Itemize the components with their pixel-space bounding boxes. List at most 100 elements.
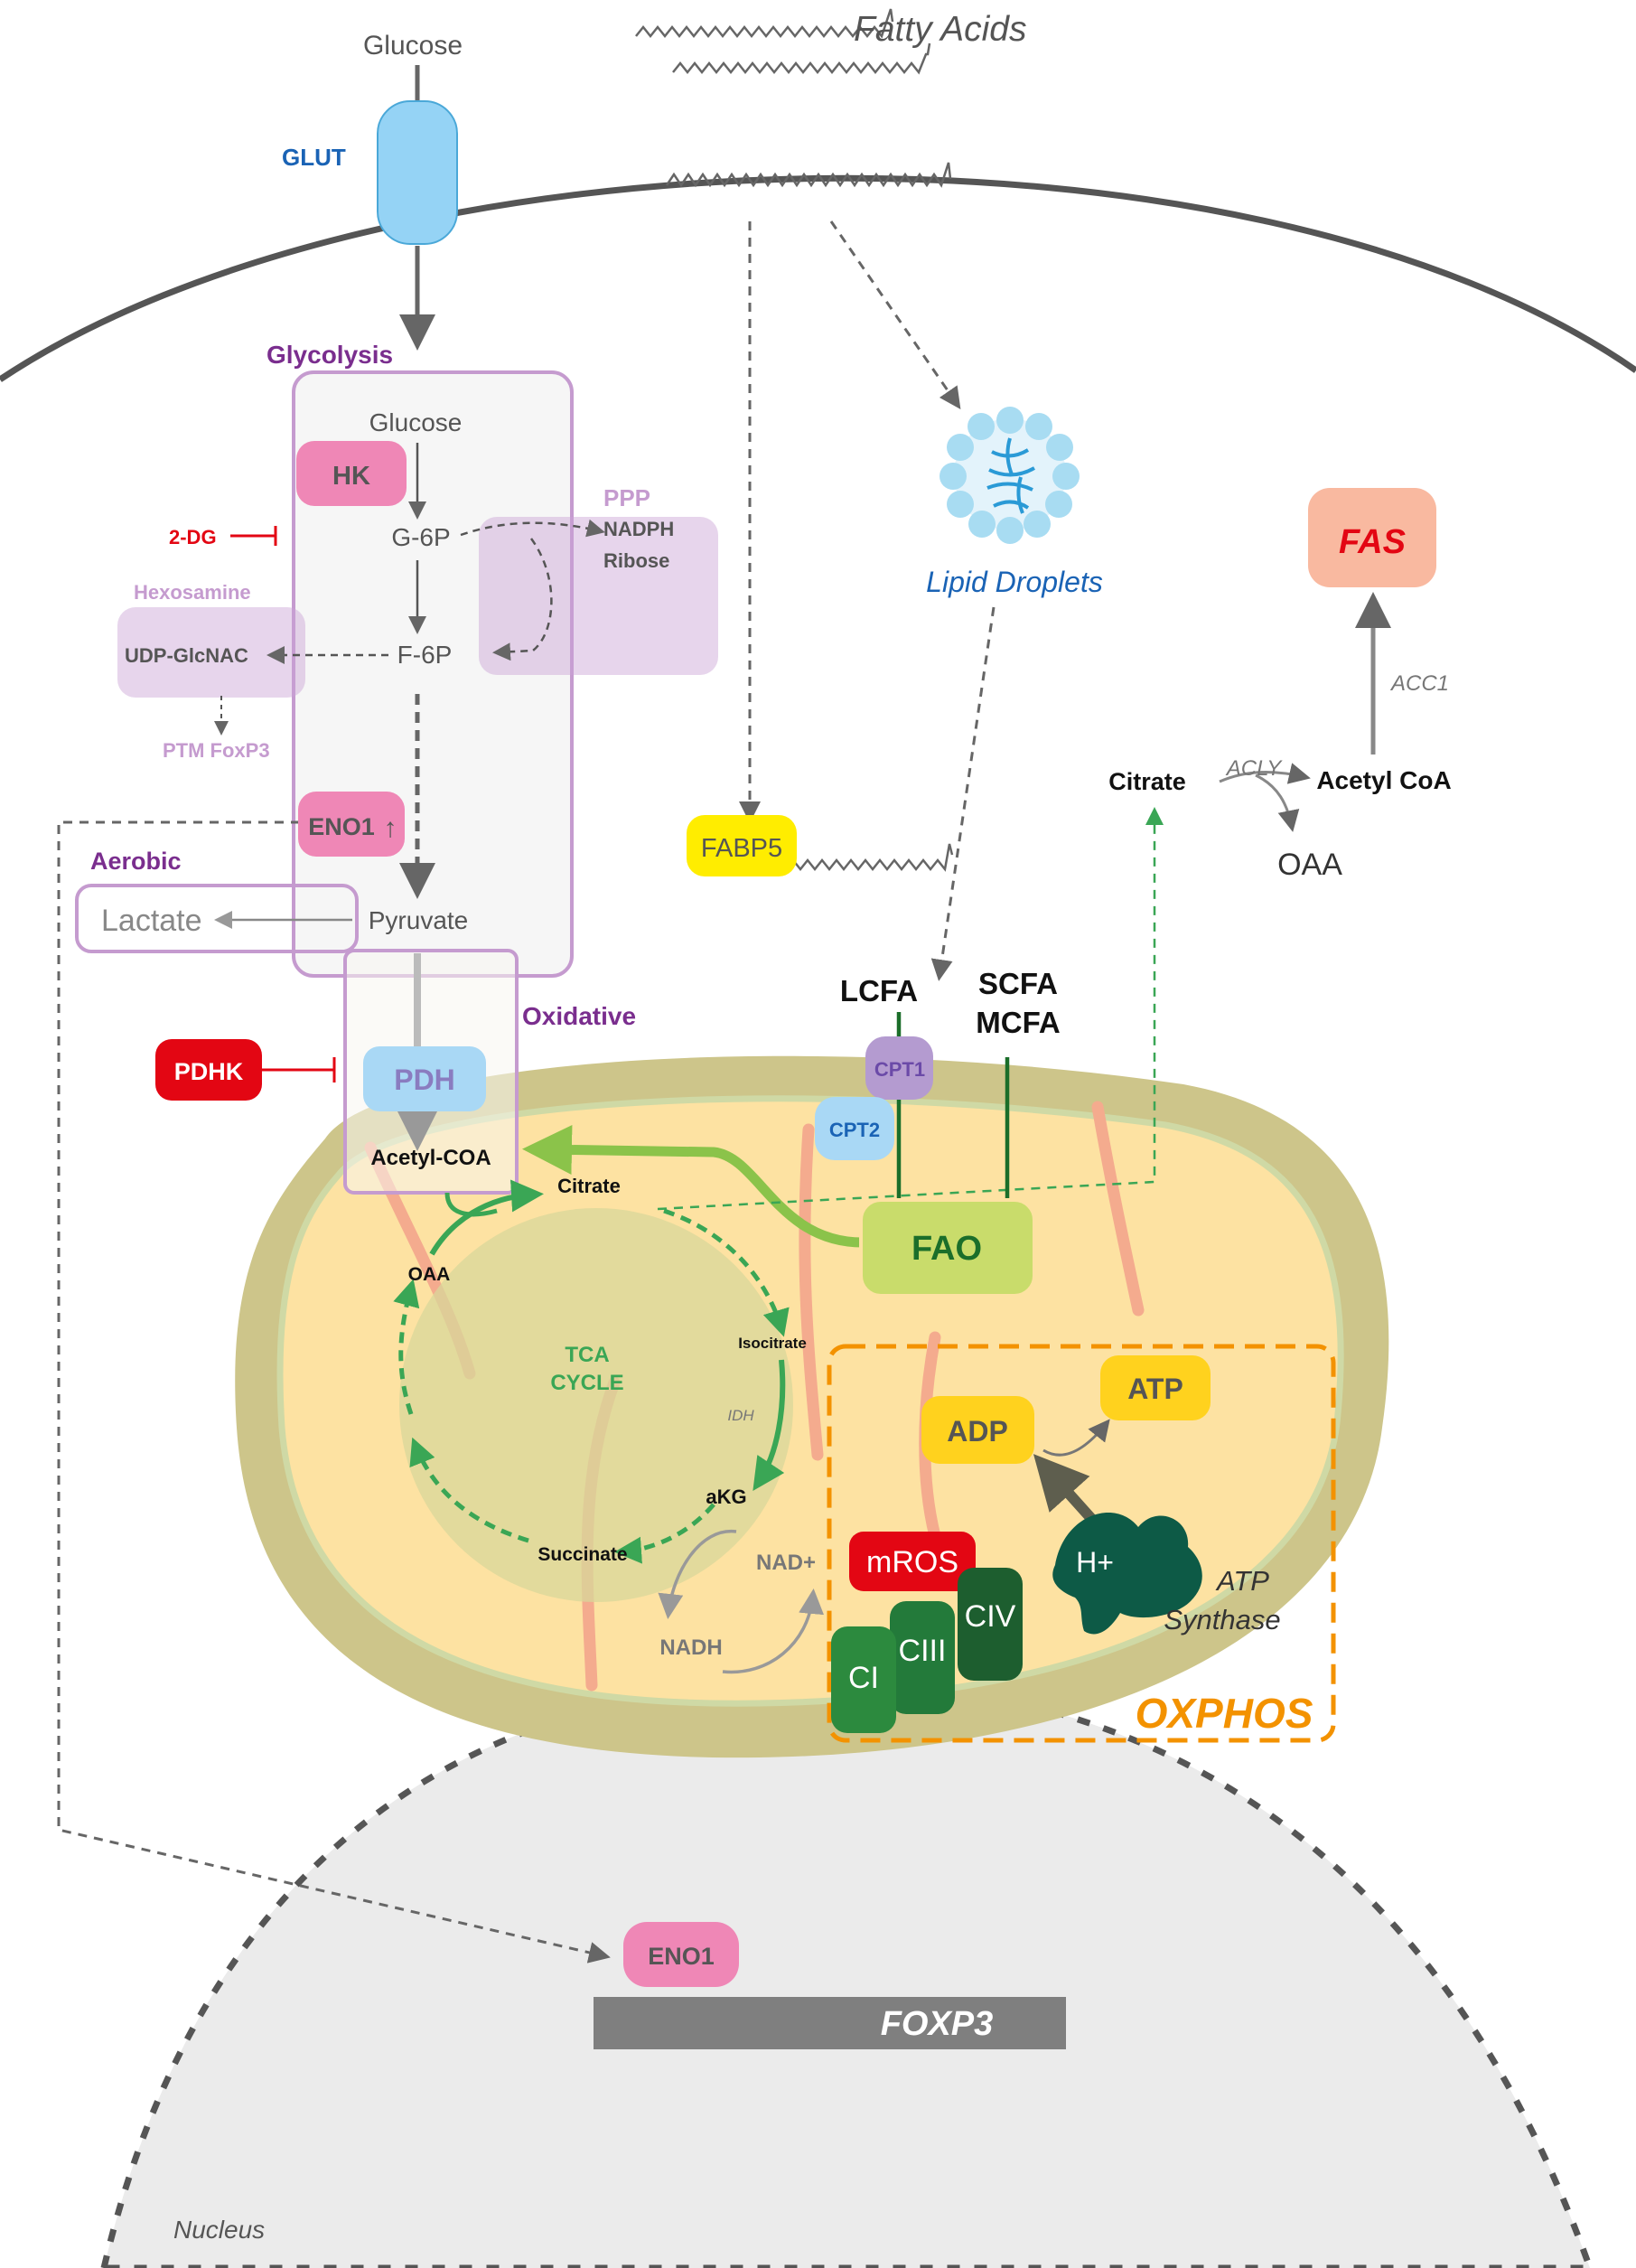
lipid-droplet-icon: [940, 407, 1080, 544]
mros-label: mROS: [866, 1545, 958, 1579]
fao-acetylcoa-arrow: [522, 1125, 864, 1248]
g6p-label: G-6P: [391, 523, 450, 551]
lactate-box: [75, 884, 359, 953]
acetylcoa-citrate-link: [444, 1192, 498, 1217]
nucleus-eno1[interactable]: [623, 1922, 739, 1987]
aerobic-title: Aerobic: [90, 848, 182, 875]
eno1-enzyme[interactable]: [298, 792, 405, 857]
civ-complex[interactable]: [958, 1568, 1023, 1681]
ppp-return-arrow: [492, 538, 553, 661]
nad-to-nadh-arrow: [658, 1530, 737, 1619]
ciii-label: CIII: [899, 1634, 947, 1668]
tca-title-line1: TCA: [565, 1343, 609, 1367]
acly-oaa-arrow: [1255, 773, 1300, 832]
eno1-label: ENO1: [308, 813, 375, 840]
oxidative-title: Oxidative: [522, 1002, 636, 1030]
eno1-nucleus-path: [57, 820, 611, 1963]
tca-oaa: OAA: [408, 1264, 451, 1285]
nucleus-label: Nucleus: [173, 2216, 265, 2244]
ptm-foxp3-label: PTM FoxP3: [163, 739, 270, 762]
oxphos-title: OXPHOS: [1136, 1690, 1313, 1737]
ciii-complex[interactable]: [890, 1601, 955, 1714]
ppp-ribose: Ribose: [603, 549, 669, 572]
pdhk-enzyme[interactable]: [155, 1039, 262, 1101]
ppp-arrow: [460, 519, 605, 538]
ppp-box: [479, 517, 718, 675]
adp-box[interactable]: [921, 1396, 1034, 1464]
atp-label: ATP: [1127, 1373, 1183, 1405]
fatty-acid-arrows: [739, 220, 996, 981]
civ-label: CIV: [965, 1599, 1016, 1634]
hplus-label: H+: [1076, 1546, 1114, 1579]
mros-box[interactable]: [849, 1532, 976, 1591]
cpt1-transporter[interactable]: [865, 1036, 933, 1100]
cell-membrane: [0, 174, 1636, 382]
udp-glcnac-label: UDP-GlcNAC: [125, 644, 248, 667]
ppp-nadph: NADPH: [603, 518, 674, 540]
foxp3-gene-bar[interactable]: [594, 1997, 1066, 2049]
acc1-label: ACC1: [1389, 671, 1449, 696]
eno1-up-arrow: ↑: [384, 813, 397, 843]
cpt2-transporter[interactable]: [815, 1097, 894, 1160]
hexosamine-title: Hexosamine: [134, 581, 251, 604]
acly-label: ACLY: [1225, 756, 1283, 781]
fatty-acid-chains: [635, 8, 954, 872]
glycolysis-title: Glycolysis: [266, 341, 393, 369]
fas-label: FAS: [1339, 523, 1406, 561]
f6p-label: F-6P: [397, 641, 453, 669]
hk-label: HK: [332, 462, 370, 491]
scfa-label: SCFA: [978, 967, 1058, 1000]
tca-nadh: NADH: [659, 1635, 722, 1660]
fas-box[interactable]: [1308, 488, 1436, 587]
ci-label: CI: [848, 1661, 879, 1695]
tca-akg: aKG: [706, 1485, 746, 1508]
adp-atp-arrow: [1042, 1419, 1110, 1457]
atp-synthase-shape[interactable]: [1052, 1512, 1202, 1635]
cpt1-label: CPT1: [874, 1058, 925, 1081]
foxp3-label: FOXP3: [881, 2005, 994, 2043]
glut-transporter[interactable]: [377, 100, 458, 245]
tca-title-line2: CYCLE: [550, 1371, 623, 1395]
lactate-label: Lactate: [101, 904, 202, 938]
mcfa-label: MCFA: [976, 1006, 1061, 1039]
tca-idh: IDH: [727, 1407, 754, 1424]
oxphos-box: [827, 1344, 1336, 1743]
nadh-to-nad-arrow: [722, 1589, 825, 1674]
tca-arrows: [393, 1179, 790, 1564]
pdh-enzyme[interactable]: [363, 1046, 486, 1111]
atp-synthase-label-1: ATP: [1215, 1565, 1269, 1597]
glycolysis-glucose: Glucose: [369, 408, 463, 436]
atp-synthase-label-2: Synthase: [1164, 1604, 1280, 1635]
fabp5-protein[interactable]: [687, 815, 797, 876]
acly-arrow: [1219, 763, 1311, 784]
ci-complex[interactable]: [831, 1626, 896, 1733]
adp-label: ADP: [947, 1415, 1008, 1448]
nucleus-shape: [100, 1677, 1594, 2268]
fao-label: FAO: [911, 1230, 982, 1268]
lipid-droplets-label: Lipid Droplets: [926, 566, 1103, 598]
fatty-acids-label: Fatty Acids: [854, 10, 1026, 49]
cytosol-acetyl-coa: Acetyl CoA: [1316, 766, 1451, 794]
tca-nad: NAD+: [756, 1551, 816, 1575]
lcfa-label: LCFA: [840, 974, 918, 1007]
nucleus-eno1-label: ENO1: [648, 1943, 715, 1970]
acetyl-coa-label: Acetyl-COA: [370, 1146, 491, 1170]
citrate-export-arrow: [657, 807, 1164, 1211]
pdhk-label: PDHK: [174, 1058, 244, 1085]
cytosol-oaa: OAA: [1277, 848, 1342, 882]
tca-cycle-disk: [399, 1208, 793, 1602]
tca-succinate: Succinate: [538, 1544, 627, 1565]
cpt2-label: CPT2: [829, 1119, 880, 1141]
hexosamine-box: [117, 607, 305, 698]
fao-box[interactable]: [859, 1198, 1036, 1298]
cytosol-citrate: Citrate: [1108, 768, 1186, 795]
hk-enzyme[interactable]: [296, 441, 407, 506]
fabp5-label: FABP5: [701, 834, 782, 863]
inhibitor-2dg-label: 2-DG: [169, 526, 217, 548]
tca-isocitrate: Isocitrate: [738, 1335, 807, 1352]
atp-box[interactable]: [1100, 1355, 1211, 1420]
pyruvate-label: Pyruvate: [369, 906, 469, 934]
glut-label: GLUT: [282, 144, 346, 171]
